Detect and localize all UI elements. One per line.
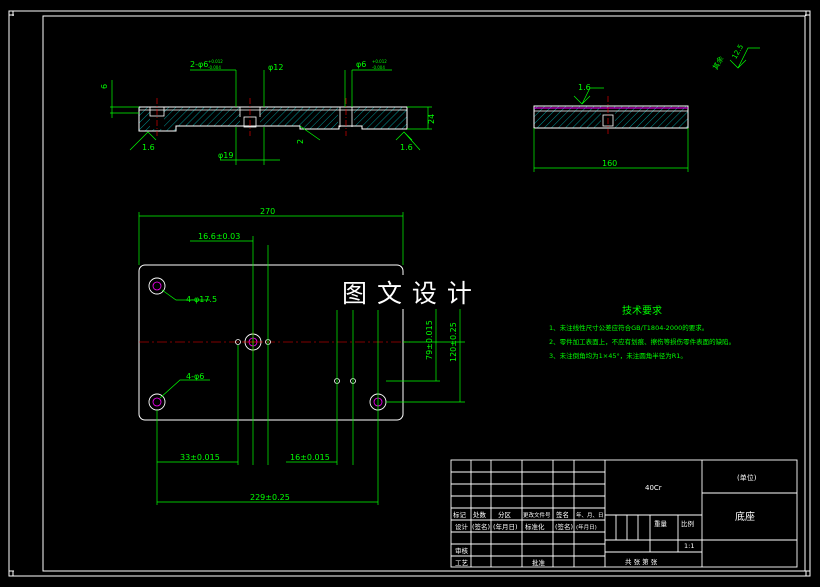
tb-scale: 比例 — [681, 519, 694, 528]
front-dim-step: 2 — [296, 139, 305, 144]
drawing-frame — [8, 10, 811, 577]
tb-header-2: 处数 — [473, 510, 487, 519]
front-rough-left-value: 1.6 — [142, 143, 155, 152]
front-rough-right-value: 1.6 — [400, 143, 413, 152]
tech-req-item-3: 3、未注倒角均为1×45°，未注圆角半径为R1。 — [549, 351, 687, 360]
plan-leader-large-holes — [161, 289, 210, 301]
front-dim-hole-left: 2-φ6 — [190, 60, 208, 69]
front-dim-hole-right: φ6 — [356, 60, 366, 69]
tb-scale-value: 1:1 — [684, 542, 694, 550]
side-rough-symbol — [573, 87, 604, 105]
tb-design-1: 设计 — [455, 522, 469, 531]
corner-mark-tl — [9, 11, 14, 16]
front-dim-right-height: 24 — [427, 114, 436, 124]
tb-design-5: (签名) — [555, 522, 573, 531]
plan-dim-33: 33±0.015 — [180, 453, 220, 462]
tech-req-item-1: 1、未注线性尺寸公差应符合GB/T1804-2000的要求。 — [549, 323, 708, 332]
corner-mark-bl — [9, 570, 14, 576]
tb-material: 40Cr — [645, 484, 662, 492]
side-dim-width: 160 — [602, 159, 617, 168]
plan-view: 270 16.6±0.03 4-φ17.5 4-φ6 79±0.015 120±… — [138, 207, 465, 505]
tb-design-4: 标准化 — [525, 522, 545, 531]
tb-header-1: 标记 — [453, 510, 467, 519]
tb-sheet-info: 共 张 第 张 — [625, 557, 658, 566]
title-block-texts: 40Cr (单位) 底座 标记 处数 分区 更改文件号 签名 年、月、日 设计 … — [453, 473, 757, 567]
tb-review: 审核 — [455, 546, 469, 555]
watermark-text: 图 文 设 计 — [342, 279, 473, 308]
plan-dim-texts: 270 16.6±0.03 4-φ17.5 4-φ6 79±0.015 120±… — [180, 207, 458, 502]
tb-school: (单位) — [737, 473, 757, 482]
tb-header-6: 年、月、日 — [576, 511, 604, 519]
plan-leader-small-holes — [159, 379, 210, 399]
title-block: 40Cr (单位) 底座 标记 处数 分区 更改文件号 签名 年、月、日 设计 … — [450, 459, 798, 568]
plan-dim-small-holes: 4-φ6 — [186, 372, 204, 381]
front-tol-right: +0.012 — [372, 59, 387, 64]
plan-dim-79: 79±0.015 — [425, 320, 434, 360]
plan-dim-width: 270 — [260, 207, 275, 216]
tech-req-title: 技术要求 — [622, 304, 662, 317]
pin-hole-a — [235, 339, 241, 345]
front-dim-left-height: 6 — [100, 84, 109, 89]
tech-requirements: 技术要求 1、未注线性尺寸公差应符合GB/T1804-2000的要求。 2、零件… — [549, 304, 735, 360]
watermark-backdrop — [336, 275, 496, 309]
plan-dim-120: 120±0.25 — [449, 322, 458, 362]
tb-approve: 批准 — [532, 558, 546, 567]
front-dimensions — [110, 69, 432, 165]
hole-top-left — [148, 277, 166, 295]
tech-req-item-2: 2、零件加工表面上，不应有划痕、擦伤等损伤零件表面的缺陷。 — [549, 337, 735, 346]
tb-weight: 重量 — [654, 520, 668, 528]
plan-dim-offset: 16.6±0.03 — [198, 232, 240, 241]
side-view: 160 1.6 — [533, 83, 689, 172]
hole-top-left-inner — [152, 281, 162, 291]
title-block-border — [450, 459, 798, 568]
inner-border — [42, 15, 806, 572]
front-tol-right-lower: -0.004 — [372, 65, 385, 70]
front-tol-left-lower: -0.004 — [208, 65, 221, 70]
hole-bottom-left-inner — [152, 397, 162, 407]
side-rough-value: 1.6 — [578, 83, 591, 92]
front-rough-symbol-right — [395, 131, 421, 151]
side-section-outline — [533, 105, 689, 129]
tb-header-5: 签名 — [556, 510, 569, 519]
plan-outline — [138, 264, 404, 421]
tb-design-2: (签名) — [472, 522, 490, 531]
plan-dimensions — [138, 212, 465, 505]
plan-dim-229: 229±0.25 — [250, 493, 290, 502]
tb-design-6: (年月日) — [576, 523, 597, 531]
plan-dim-16: 16±0.015 — [290, 453, 330, 462]
front-centerlines — [156, 98, 347, 136]
tb-design-3: (年月日) — [493, 522, 518, 531]
watermark-group: 图 文 设 计 — [336, 275, 496, 309]
title-block-lines — [450, 459, 798, 568]
front-dim-bore-top: φ12 — [268, 63, 283, 72]
corner-mark-br — [805, 570, 810, 576]
tb-header-3: 分区 — [498, 510, 512, 519]
tb-process: 工艺 — [455, 559, 469, 567]
corner-marks — [9, 11, 810, 576]
front-dim-step-a — [299, 125, 321, 141]
surface-finish-symbol — [729, 47, 760, 69]
front-view: 2-φ6 φ12 φ6 6 24 φ19 2 1.6 1.6 +0.012 -0… — [100, 59, 436, 165]
hole-top-left-outer — [148, 277, 166, 295]
side-dimensions — [533, 87, 689, 172]
front-dim-texts: 2-φ6 φ12 φ6 6 24 φ19 2 1.6 1.6 — [100, 60, 436, 160]
corner-mark-tr — [805, 11, 810, 16]
outer-border — [8, 10, 811, 577]
front-tol-left: +0.012 — [208, 59, 223, 64]
plan-dim-large-holes: 4-φ17.5 — [186, 295, 217, 304]
tb-part-name: 底座 — [735, 510, 755, 523]
front-tol-texts: +0.012 -0.004 +0.012 -0.004 — [208, 59, 387, 70]
front-dim-bottom-bore: φ19 — [218, 151, 233, 160]
front-rough-symbol-left — [129, 131, 157, 151]
side-dim-texts: 160 1.6 — [578, 83, 617, 168]
tb-header-4: 更改文件号 — [523, 511, 551, 519]
